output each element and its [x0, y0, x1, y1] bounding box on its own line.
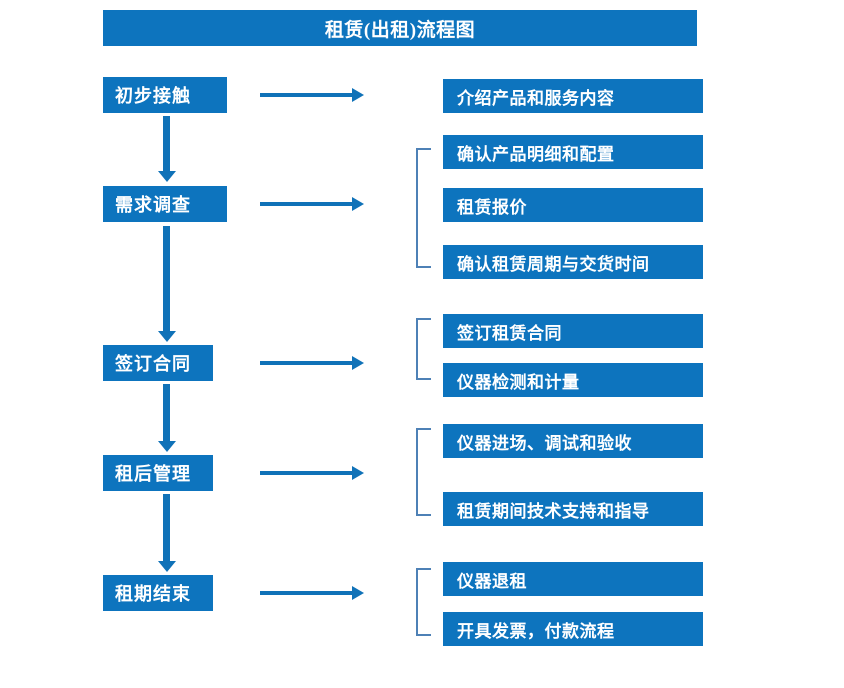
detail-box-intro-products-services[interactable]: 介绍产品和服务内容	[443, 79, 703, 113]
arrow-right-icon-post-rent-mgmt	[260, 466, 364, 480]
group-bracket-icon-needs-survey	[416, 148, 431, 268]
arrow-right-icon-lease-end	[260, 586, 364, 600]
detail-box-instrument-return[interactable]: 仪器退租	[443, 562, 703, 596]
arrow-down-icon-contact-to-survey	[158, 116, 176, 182]
arrow-down-icon-contract-to-mgmt	[158, 384, 176, 452]
detail-box-invoice-payment-process[interactable]: 开具发票，付款流程	[443, 612, 703, 646]
detail-box-instrument-test-metering[interactable]: 仪器检测和计量	[443, 363, 703, 397]
stage-box-post-rent-mgmt[interactable]: 租后管理	[103, 455, 213, 491]
detail-box-instrument-entry-commission-acceptance[interactable]: 仪器进场、调试和验收	[443, 424, 703, 458]
arrow-right-icon-initial-contact	[260, 88, 364, 102]
group-bracket-icon-lease-end	[416, 568, 431, 636]
stage-box-initial-contact[interactable]: 初步接触	[103, 77, 227, 113]
group-bracket-icon-post-rent-mgmt	[416, 428, 431, 516]
stage-box-lease-end[interactable]: 租期结束	[103, 575, 213, 611]
flowchart-title: 租赁(出租)流程图	[103, 10, 697, 46]
stage-box-needs-survey[interactable]: 需求调查	[103, 186, 227, 222]
detail-box-rental-quote[interactable]: 租赁报价	[443, 188, 703, 222]
detail-box-confirm-product-spec[interactable]: 确认产品明细和配置	[443, 135, 703, 169]
arrow-right-icon-sign-contract	[260, 356, 364, 370]
arrow-down-icon-survey-to-contract	[158, 226, 176, 342]
arrow-right-icon-needs-survey	[260, 197, 364, 211]
stage-box-sign-contract[interactable]: 签订合同	[103, 345, 213, 381]
detail-box-technical-support-during-lease[interactable]: 租赁期间技术支持和指导	[443, 492, 703, 526]
arrow-down-icon-mgmt-to-end	[158, 494, 176, 572]
detail-box-sign-rental-contract[interactable]: 签订租赁合同	[443, 314, 703, 348]
group-bracket-icon-sign-contract	[416, 318, 431, 380]
detail-box-confirm-period-delivery[interactable]: 确认租赁周期与交货时间	[443, 245, 703, 279]
